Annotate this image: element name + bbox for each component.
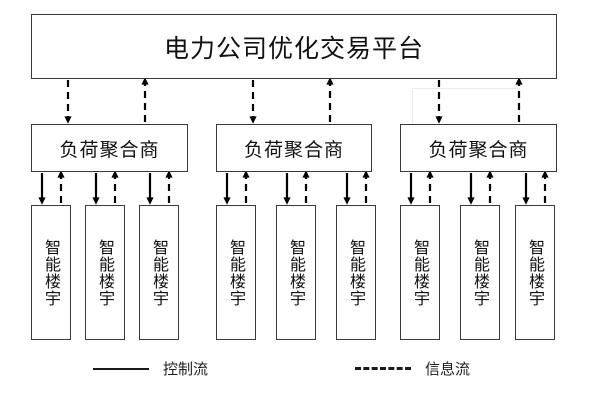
building-box-7[interactable]: 智能楼宇 bbox=[400, 205, 440, 340]
building-label-8: 智能楼宇 bbox=[470, 238, 490, 307]
building-label-5: 智能楼宇 bbox=[286, 238, 306, 307]
building-label-4: 智能楼宇 bbox=[226, 238, 246, 307]
legend-control-flow-label: 控制流 bbox=[163, 360, 209, 378]
building-box-4[interactable]: 智能楼宇 bbox=[216, 205, 256, 340]
building-label-1: 智能楼宇 bbox=[41, 238, 61, 307]
building-box-8[interactable]: 智能楼宇 bbox=[460, 205, 500, 340]
building-box-2[interactable]: 智能楼宇 bbox=[85, 205, 125, 340]
building-box-6[interactable]: 智能楼宇 bbox=[336, 205, 376, 340]
building-box-5[interactable]: 智能楼宇 bbox=[276, 205, 316, 340]
building-box-9[interactable]: 智能楼宇 bbox=[515, 205, 555, 340]
legend-control-flow: 控制流 bbox=[93, 358, 208, 379]
aggregator-box-3[interactable]: 负荷聚合商 bbox=[400, 124, 557, 172]
legend-information-flow-label: 信息流 bbox=[425, 360, 471, 378]
aggregator-label-2: 负荷聚合商 bbox=[243, 138, 344, 161]
building-label-9: 智能楼宇 bbox=[525, 238, 545, 307]
building-label-3: 智能楼宇 bbox=[149, 238, 169, 307]
platform-label: 电力公司优化交易平台 bbox=[163, 33, 424, 63]
building-label-2: 智能楼宇 bbox=[95, 238, 115, 307]
aggregator-label-3: 负荷聚合商 bbox=[428, 138, 529, 161]
aggregator-label-1: 负荷聚合商 bbox=[59, 138, 160, 161]
platform-box[interactable]: 电力公司优化交易平台 bbox=[31, 14, 557, 79]
building-label-7: 智能楼宇 bbox=[410, 238, 430, 307]
dashed-line-icon bbox=[355, 367, 411, 370]
building-box-1[interactable]: 智能楼宇 bbox=[31, 205, 71, 340]
building-label-6: 智能楼宇 bbox=[346, 238, 366, 307]
ghost-rectangle-artifact bbox=[412, 88, 520, 125]
legend-information-flow: 信息流 bbox=[355, 358, 470, 379]
building-box-3[interactable]: 智能楼宇 bbox=[139, 205, 179, 340]
aggregator-box-2[interactable]: 负荷聚合商 bbox=[216, 124, 372, 172]
aggregator-box-1[interactable]: 负荷聚合商 bbox=[31, 124, 188, 172]
solid-line-icon bbox=[93, 367, 149, 370]
